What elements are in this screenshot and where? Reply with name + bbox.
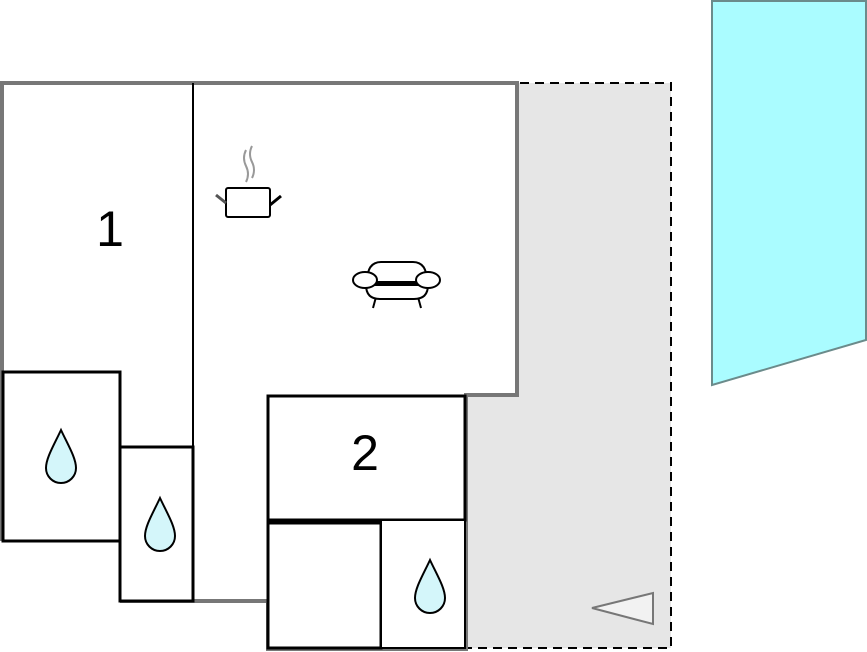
sofa-icon (352, 261, 441, 309)
pool (711, 0, 867, 387)
room-label-1: 1 (96, 201, 124, 257)
storage-room (266, 521, 383, 650)
water-drop-icon (143, 495, 177, 552)
water-drop-icon (413, 557, 447, 614)
entrance-arrow-icon (591, 591, 654, 626)
bedroom-2-room (266, 394, 467, 522)
water-drop-icon (44, 427, 78, 484)
kitchen-pot-icon (215, 145, 282, 218)
room-label-2: 2 (351, 425, 379, 481)
